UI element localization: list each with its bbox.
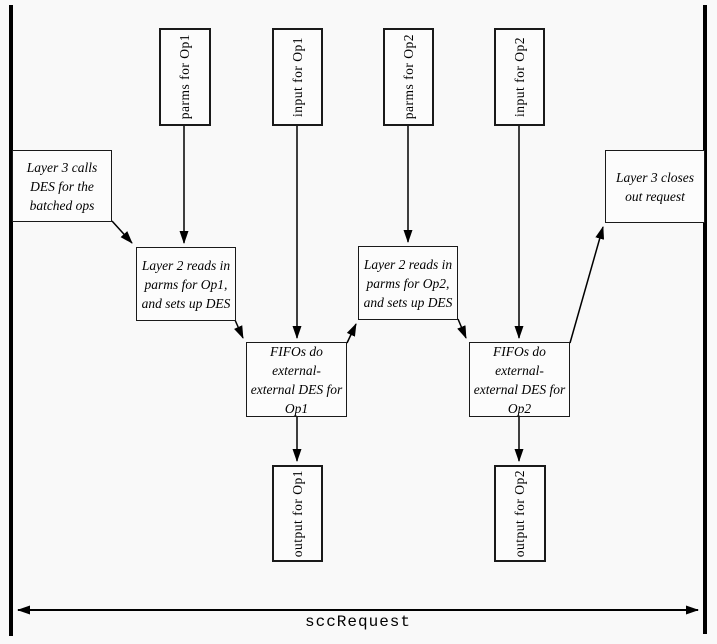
port-input-op1: input for Op1 xyxy=(272,28,323,126)
port-parms-op2: parms for Op2 xyxy=(383,28,434,126)
node-fifos-op2-label: FIFOs do external- external DES for Op2 xyxy=(473,343,566,416)
port-input-op1-label: input for Op1 xyxy=(289,37,305,117)
node-fifos-op1: FIFOs do external- external DES for Op1 xyxy=(246,342,347,417)
port-output-op1: output for Op1 xyxy=(272,465,323,562)
node-layer3-closes: Layer 3 closes out request xyxy=(605,150,705,223)
arrow-layer2-op1-to-fifos-op1 xyxy=(234,319,244,339)
port-parms-op1-label: parms for Op1 xyxy=(177,34,192,120)
node-layer3-closes-label: Layer 3 closes out request xyxy=(616,169,694,204)
node-layer2-reads-op1-label: Layer 2 reads in parms for Op1, and sets… xyxy=(141,257,231,311)
port-output-op2: output for Op2 xyxy=(494,465,546,562)
arrow-layer2-op2-to-fifos-op2 xyxy=(457,318,467,339)
port-parms-op2-label: parms for Op2 xyxy=(400,34,416,120)
node-layer2-reads-op1: Layer 2 reads in parms for Op1, and sets… xyxy=(136,247,236,321)
node-fifos-op2: FIFOs do external- external DES for Op2 xyxy=(469,342,570,417)
node-layer2-reads-op2-label: Layer 2 reads in parms for Op2, and sets… xyxy=(363,256,453,310)
node-layer3-calls-label: Layer 3 calls DES for the batched ops xyxy=(26,159,98,213)
node-fifos-op1-label: FIFOs do external- external DES for Op1 xyxy=(250,343,343,416)
port-output-op2-label: output for Op2 xyxy=(512,469,527,558)
scc-request-label: sccRequest xyxy=(304,613,411,631)
port-input-op2: input for Op2 xyxy=(494,28,545,126)
arrow-fifos-op2-to-layer3-closes xyxy=(569,226,605,344)
node-layer2-reads-op2: Layer 2 reads in parms for Op2, and sets… xyxy=(358,246,458,320)
port-output-op1-label: output for Op1 xyxy=(289,469,305,558)
port-input-op2-label: input for Op2 xyxy=(511,37,527,117)
arrow-fifos-op1-to-layer2-op2 xyxy=(346,323,357,344)
port-parms-op1: parms for Op1 xyxy=(159,28,211,126)
arrow-layer3-calls-to-layer2-op1 xyxy=(111,220,133,244)
node-layer3-calls: Layer 3 calls DES for the batched ops xyxy=(12,150,112,222)
